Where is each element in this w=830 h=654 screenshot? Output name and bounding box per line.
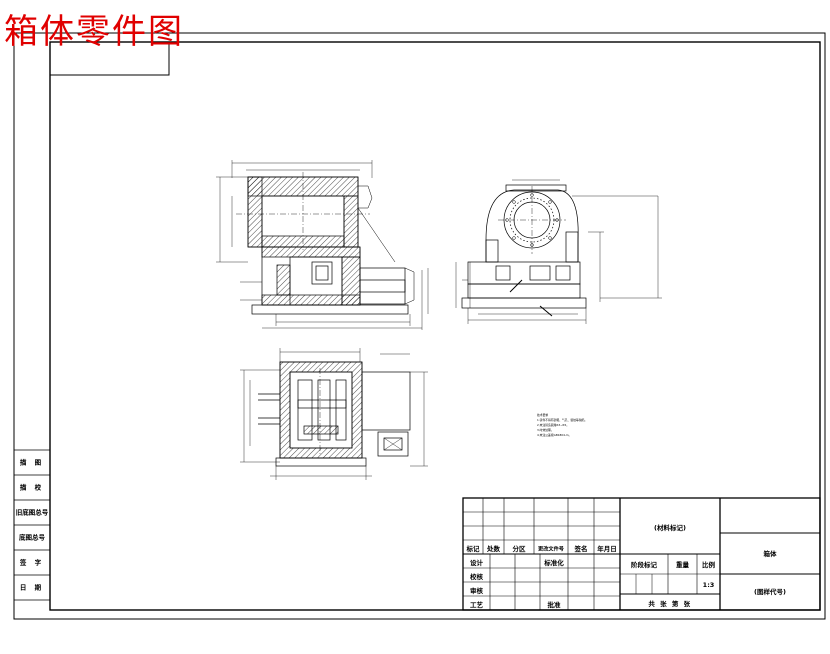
tech-notes-title: 技术要求 [537, 413, 548, 417]
tb-review: 审核 [470, 586, 484, 595]
side-label-base-number: 底图总号 [19, 533, 46, 542]
tb-sheets: 共 张 第 张 [648, 599, 691, 608]
tech-note-2: 2.未注铸造圆角R3~R5。 [537, 423, 569, 427]
tb-design: 设计 [470, 558, 484, 567]
side-label-trace-check: 描 校 [20, 483, 44, 492]
drawing-code: (图样代号) [754, 587, 786, 596]
tech-note-1: 1.铸件不得有砂眼、气孔、裂纹等缺陷。 [537, 418, 587, 422]
tech-note-4: 4.未注公差按GB1804-m。 [537, 433, 571, 437]
tb-check: 校核 [470, 572, 484, 581]
side-label-date: 日 期 [20, 583, 44, 592]
side-label-trace: 描 图 [20, 458, 44, 467]
tb-header-count: 处数 [486, 544, 501, 553]
side-panel [14, 449, 50, 601]
side-label-old-number: 旧底图总号 [16, 508, 49, 517]
tb-header-sign: 签名 [574, 544, 588, 553]
material-mark: (材料标记) [654, 523, 686, 532]
tb-header-mark: 标记 [466, 544, 481, 553]
side-label-signature: 签 字 [19, 558, 44, 567]
tb-weight: 重量 [676, 560, 690, 569]
tb-header-date: 年月日 [597, 544, 617, 553]
inner-frame [49, 41, 821, 611]
part-name: 箱体 [764, 549, 778, 558]
tech-note-3: 3.时效处理。 [537, 428, 554, 432]
tb-header-doc: 更改文件号 [538, 545, 564, 553]
plan-section-view [240, 348, 428, 480]
tb-standardization: 标准化 [543, 558, 564, 567]
outer-frame [13, 32, 826, 620]
tb-scale-value: 1:3 [703, 581, 715, 589]
title-block [462, 497, 821, 611]
red-overlay-title: 箱体零件图 [4, 12, 184, 52]
tb-approve: 批准 [548, 600, 562, 609]
side-view-bolt-holes [505, 193, 559, 247]
tb-stage-mark: 阶段标记 [631, 560, 658, 569]
front-section-view [216, 160, 429, 330]
tb-process: 工艺 [470, 600, 484, 609]
tb-header-zone: 分区 [513, 544, 527, 553]
code-box [49, 41, 170, 76]
tb-scale: 比例 [702, 560, 716, 569]
technical-requirements: 技术要求 1.铸件不得有砂眼、气孔、裂纹等缺陷。 2.未注铸造圆角R3~R5。 … [537, 413, 587, 437]
side-view [455, 179, 662, 324]
